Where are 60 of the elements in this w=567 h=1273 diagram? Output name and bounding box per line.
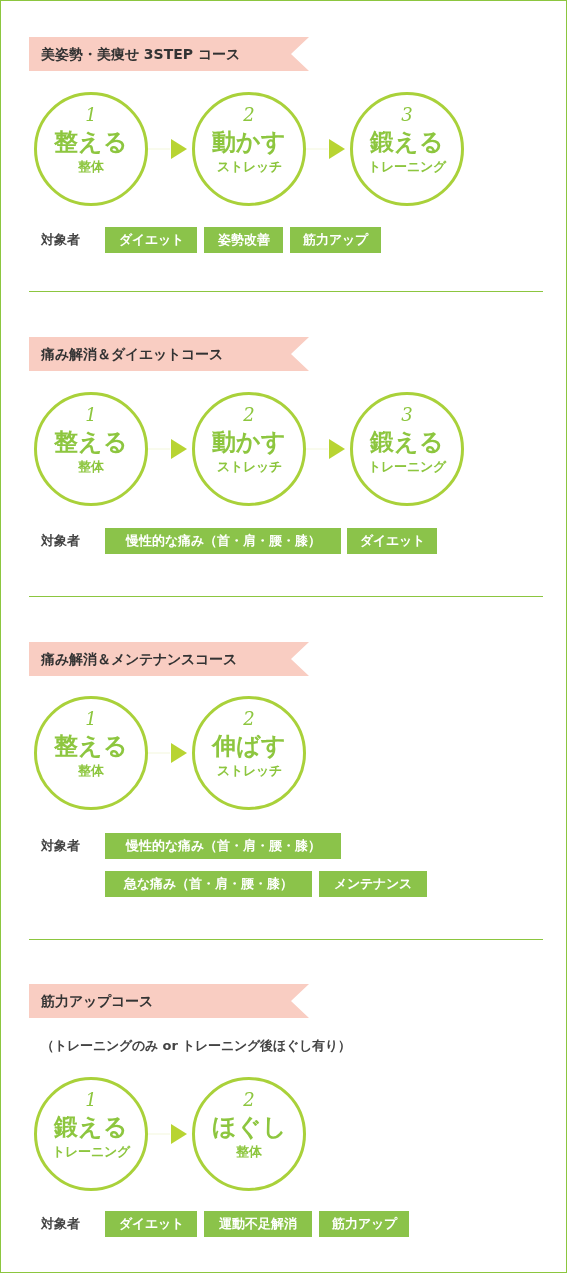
step-subtitle: 整体	[235, 1145, 263, 1159]
course-banner: 痛み解消＆メンテナンスコース	[29, 642, 309, 676]
step-subtitle: 整体	[77, 160, 105, 174]
step-number: 2	[242, 1090, 256, 1110]
step-subtitle: ストレッチ	[215, 160, 283, 174]
step-title: 整える	[53, 731, 129, 761]
step-number: 1	[84, 405, 98, 425]
step-number: 3	[400, 405, 414, 425]
step-subtitle: トレーニング	[367, 160, 448, 174]
step-title: 鍛える	[369, 427, 445, 457]
step-subtitle: ストレッチ	[215, 460, 283, 474]
step-number: 3	[400, 105, 414, 125]
step-title: 整える	[53, 127, 129, 157]
target-label: 対象者	[41, 231, 80, 249]
step-title: 整える	[53, 427, 129, 457]
step-number: 1	[84, 1090, 98, 1110]
step-number: 1	[84, 709, 98, 729]
target-tag: メンテナンス	[319, 871, 427, 897]
step-number: 1	[84, 105, 98, 125]
step-circle	[192, 1077, 306, 1191]
course-banner: 筋力アップコース	[29, 984, 309, 1018]
step-subtitle: 整体	[77, 764, 105, 778]
step-circle	[34, 92, 148, 206]
target-label: 対象者	[41, 532, 80, 550]
course-banner: 美姿勢・美痩せ 3STEP コース	[29, 37, 309, 71]
note-text: （トレーニングのみ or トレーニング後ほぐし有り）	[41, 1037, 352, 1055]
target-tag: ダイエット	[347, 528, 437, 554]
step-number: 2	[242, 405, 256, 425]
step-circle	[34, 1077, 148, 1191]
step-number: 2	[242, 709, 256, 729]
step-subtitle: ストレッチ	[215, 764, 283, 778]
step-subtitle: 整体	[77, 460, 105, 474]
target-tag: 慢性的な痛み（首・肩・腰・膝）	[105, 528, 341, 554]
target-label: 対象者	[41, 1215, 80, 1233]
step-title: 鍛える	[369, 127, 445, 157]
target-tag: 運動不足解消	[204, 1211, 312, 1237]
target-tag: ダイエット	[105, 227, 197, 253]
target-tag: 急な痛み（首・肩・腰・膝）	[105, 871, 312, 897]
step-title: 鍛える	[53, 1112, 129, 1142]
step-circle	[34, 392, 148, 506]
step-title: ほぐし	[210, 1112, 288, 1142]
step-title: 伸ばす	[210, 731, 287, 761]
target-label: 対象者	[41, 837, 80, 855]
target-tag: ダイエット	[105, 1211, 197, 1237]
step-subtitle: トレーニング	[51, 1145, 132, 1159]
target-tag: 姿勢改善	[204, 227, 283, 253]
target-tag: 筋力アップ	[290, 227, 381, 253]
step-number: 2	[242, 105, 256, 125]
target-tag: 筋力アップ	[319, 1211, 409, 1237]
step-subtitle: トレーニング	[367, 460, 448, 474]
step-circle	[350, 392, 464, 506]
step-circle	[350, 92, 464, 206]
step-circle	[192, 392, 306, 506]
step-circle	[192, 92, 306, 206]
course-banner: 痛み解消＆ダイエットコース	[29, 337, 309, 371]
target-tag: 慢性的な痛み（首・肩・腰・膝）	[105, 833, 341, 859]
step-circle	[192, 696, 306, 810]
step-title: 動かす	[211, 127, 287, 157]
step-title: 動かす	[211, 427, 287, 457]
step-circle	[34, 696, 148, 810]
